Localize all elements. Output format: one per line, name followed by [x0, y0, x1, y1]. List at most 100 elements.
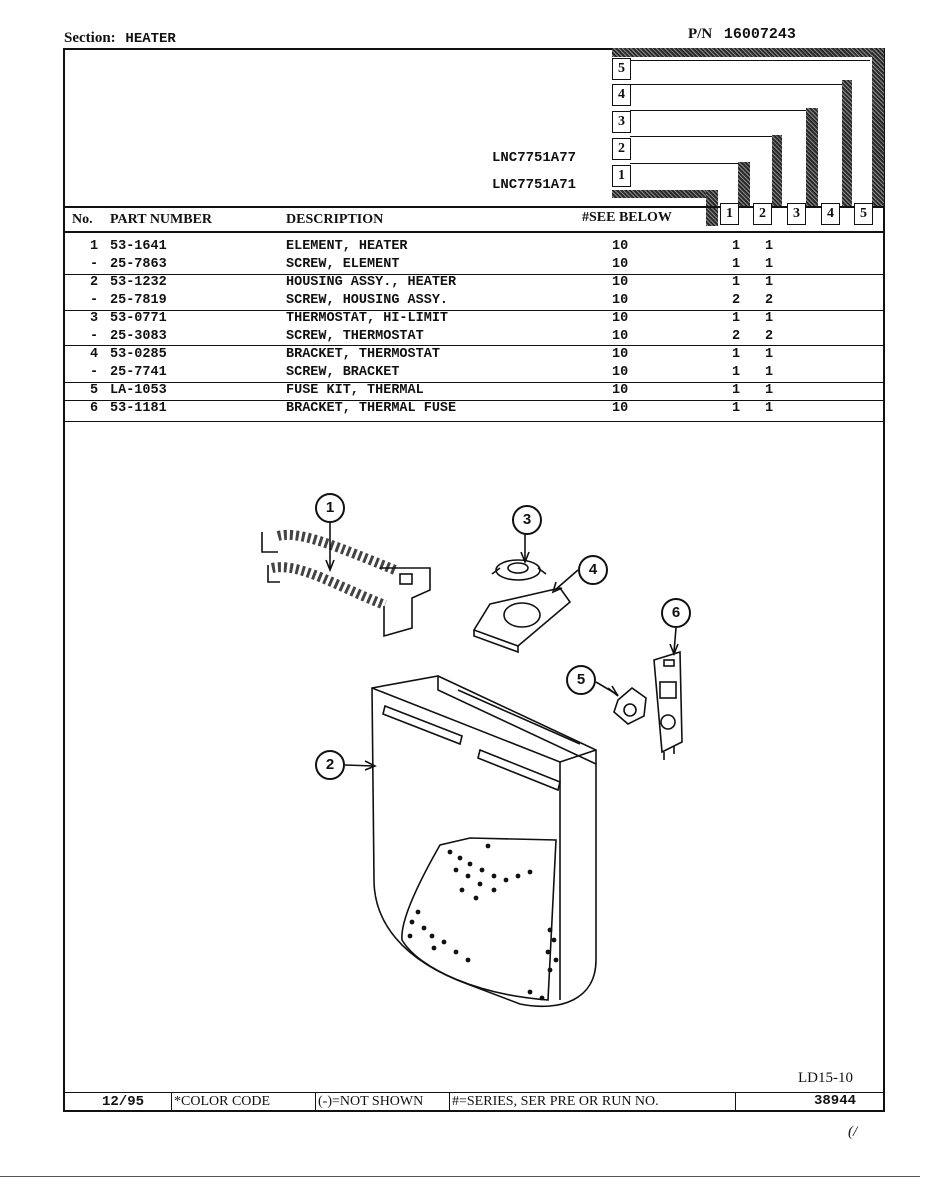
header-top-rule	[63, 206, 885, 208]
row-description: BRACKET, THERMOSTAT	[286, 347, 440, 362]
exploded-parts-diagram	[261, 522, 683, 1008]
row-description: BRACKET, THERMAL FUSE	[286, 401, 457, 416]
row-no: -	[90, 293, 99, 308]
heater-housing-drawing	[371, 675, 597, 1008]
series-shade-4	[842, 80, 852, 206]
row-no: 1	[90, 239, 99, 254]
row-see-below: 10	[612, 383, 629, 398]
row-col-1: 2	[732, 293, 741, 308]
series-shade-1	[738, 162, 750, 206]
page-bottom-rule	[0, 1176, 920, 1177]
footer-date: 12/95	[102, 1094, 145, 1110]
series-shade-0	[706, 190, 718, 226]
row-see-below: 10	[612, 257, 629, 272]
row-col-1: 2	[732, 329, 741, 344]
row-description: HOUSING ASSY., HEATER	[286, 275, 457, 290]
table-bottom-rule	[63, 421, 885, 422]
footer-divider-3	[449, 1092, 450, 1112]
thermostat-bracket-drawing	[472, 587, 572, 654]
parts-frame	[63, 48, 885, 1112]
row-col-2: 1	[765, 311, 774, 326]
row-description: ELEMENT, HEATER	[286, 239, 408, 254]
stair-line-4	[630, 84, 842, 85]
page-mark: (/	[848, 1124, 858, 1140]
row-col-2: 1	[765, 383, 774, 398]
callout-3: 3	[512, 505, 542, 535]
row-no: -	[90, 329, 99, 344]
footer-divider-4	[735, 1092, 736, 1112]
row-col-2: 1	[765, 365, 774, 380]
footer-divider-1	[171, 1092, 172, 1112]
row-no: 5	[90, 383, 99, 398]
row-description: SCREW, BRACKET	[286, 365, 400, 380]
callout-5: 5	[566, 665, 596, 695]
row-col-1: 1	[732, 401, 741, 416]
row-part-number: 53-1181	[110, 401, 167, 416]
stair-line-1	[630, 163, 738, 164]
row-part-number: 53-0771	[110, 311, 167, 326]
stair-line-3	[630, 110, 806, 111]
row-part-number: LA-1053	[110, 383, 167, 398]
series-shade-5v	[872, 48, 884, 206]
heater-element-drawing	[261, 529, 431, 638]
row-no: 3	[90, 311, 99, 326]
pn-value: 16007243	[723, 26, 796, 43]
footer-number: 38944	[814, 1093, 857, 1109]
model-lnc7751a71: LNC7751A71	[492, 177, 577, 193]
row-part-number: 53-1641	[110, 239, 167, 254]
row-no: 2	[90, 275, 99, 290]
footer-divider-2	[315, 1092, 316, 1112]
row-col-1: 1	[732, 239, 741, 254]
row-col-2: 1	[765, 401, 774, 416]
footer-color-code: *COLOR CODE	[174, 1094, 271, 1109]
row-see-below: 10	[612, 239, 629, 254]
row-col-2: 1	[765, 347, 774, 362]
callout-4: 4	[578, 555, 608, 585]
callout-2: 2	[315, 750, 345, 780]
col-num-1: 1	[720, 203, 739, 225]
header-bottom-rule	[63, 231, 885, 233]
row-description: FUSE KIT, THERMAL	[286, 383, 424, 398]
series-shade-1h	[612, 190, 716, 198]
col-header-part-number: PART NUMBER	[110, 212, 213, 227]
series-box-2: 2	[612, 138, 631, 160]
series-shade-5	[612, 48, 884, 57]
row-see-below: 10	[612, 293, 629, 308]
stair-line-5	[630, 60, 870, 61]
row-col-2: 1	[765, 239, 774, 254]
row-part-number: 25-7819	[110, 293, 167, 308]
thermal-fuse-drawing	[613, 686, 647, 725]
row-description: SCREW, THERMOSTAT	[286, 329, 424, 344]
footer-not-shown: (-)=NOT SHOWN	[318, 1094, 424, 1109]
row-see-below: 10	[612, 365, 629, 380]
group-rule-4	[63, 382, 885, 383]
row-description: THERMOSTAT, HI-LIMIT	[286, 311, 449, 326]
callout-1: 1	[315, 493, 345, 523]
row-col-1: 1	[732, 365, 741, 380]
diagram-code: LD15-10	[798, 1070, 853, 1086]
stair-line-2	[630, 136, 772, 137]
series-box-5: 5	[612, 58, 631, 80]
col-header-description: DESCRIPTION	[286, 212, 384, 227]
section-value: HEATER	[125, 31, 176, 47]
table-row: 1 53-1641 ELEMENT, HEATER 10 1 1	[0, 238, 927, 256]
row-description: SCREW, ELEMENT	[286, 257, 400, 272]
section-label-text: Section:	[64, 30, 116, 46]
col-header-no: No.	[72, 212, 93, 227]
row-no: 6	[90, 401, 99, 416]
thermal-fuse-bracket-drawing	[653, 650, 683, 760]
row-col-1: 1	[732, 275, 741, 290]
row-col-2: 2	[765, 329, 774, 344]
series-box-3: 3	[612, 111, 631, 133]
group-rule-1	[63, 274, 885, 275]
row-no: 4	[90, 347, 99, 362]
footer-series: #=SERIES, SER PRE OR RUN NO.	[452, 1094, 659, 1109]
col-num-4: 4	[821, 203, 840, 225]
section-label: Section: HEATER	[64, 30, 176, 47]
